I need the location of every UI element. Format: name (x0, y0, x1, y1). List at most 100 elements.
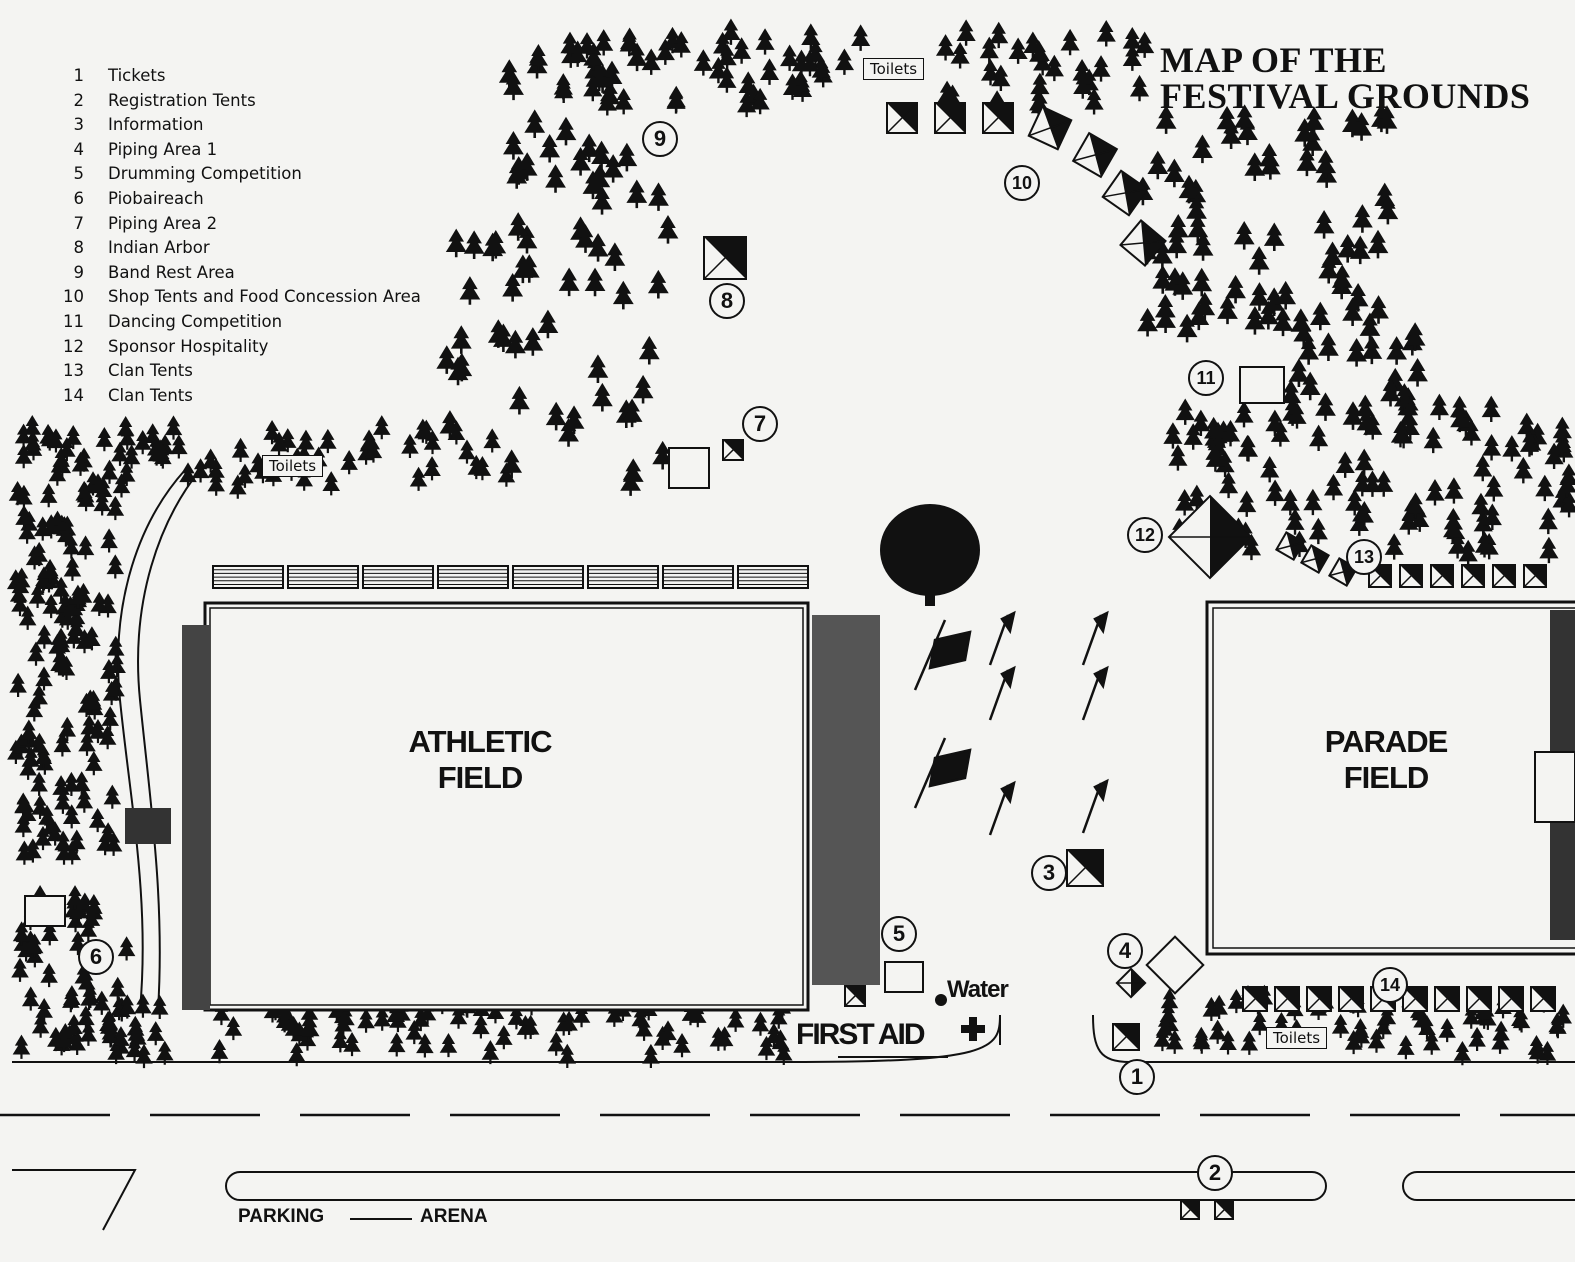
pine-tree-icon (439, 1032, 458, 1058)
pine-tree-icon (38, 804, 56, 830)
pine-tree-icon (423, 429, 442, 455)
pine-tree-icon (726, 1007, 745, 1032)
pine-tree-icon (25, 545, 44, 570)
pine-tree-icon (1349, 509, 1369, 536)
pine-tree-icon (62, 534, 81, 559)
parking-label: PARKING (238, 1206, 325, 1227)
pine-tree-icon (25, 697, 44, 722)
pine-tree-icon (331, 1028, 350, 1053)
tent-icon (1498, 986, 1524, 1012)
pine-tree-icon (70, 898, 88, 923)
pine-tree-icon (495, 1025, 513, 1050)
location-marker-13[interactable]: 13 (1346, 539, 1382, 575)
location-marker-11[interactable]: 11 (1188, 360, 1224, 396)
location-marker-1[interactable]: 1 (1119, 1059, 1155, 1095)
pine-tree-icon (40, 921, 59, 946)
pine-tree-icon (1287, 402, 1307, 429)
first-aid-cross-icon (961, 1017, 985, 1041)
pine-tree-icon (1122, 26, 1142, 54)
tent-icon (1112, 1023, 1140, 1051)
pine-tree-icon (96, 830, 114, 856)
pine-tree-icon (622, 458, 644, 488)
pine-tree-icon (458, 439, 476, 464)
legend-number: 3 (73, 115, 85, 135)
pine-tree-icon (62, 988, 80, 1013)
pine-tree-icon (1186, 195, 1207, 225)
pine-tree-icon (28, 583, 47, 609)
location-marker-12[interactable]: 12 (1127, 517, 1163, 553)
pine-tree-icon (1318, 254, 1340, 284)
pine-tree-icon (1458, 539, 1478, 567)
pine-tree-icon (30, 684, 48, 709)
pine-tree-icon (98, 724, 117, 750)
pine-tree-icon (1303, 106, 1325, 136)
pine-tree-icon (503, 71, 524, 101)
location-marker-7[interactable]: 7 (742, 406, 778, 442)
location-marker-6[interactable]: 6 (78, 939, 114, 975)
pine-tree-icon (1091, 55, 1111, 82)
legend-number: 10 (63, 287, 84, 307)
pine-tree-icon (30, 732, 49, 757)
pine-tree-icon (1244, 152, 1266, 181)
parade-line-2: FIELD (1343, 760, 1430, 795)
pine-tree-icon (81, 689, 100, 714)
pine-tree-icon (1217, 295, 1238, 325)
pine-tree-icon (1315, 392, 1336, 421)
pavilion-icon (1145, 935, 1205, 995)
pine-tree-icon (75, 788, 94, 813)
pine-tree-icon (935, 34, 956, 61)
location-marker-3[interactable]: 3 (1031, 855, 1067, 891)
location-marker-2[interactable]: 2 (1197, 1155, 1233, 1191)
flag-icon (988, 780, 1016, 836)
pine-tree-icon (52, 775, 70, 800)
pine-tree-icon (1215, 450, 1235, 478)
legend-number: 11 (63, 311, 84, 331)
pine-tree-icon (150, 994, 169, 1020)
pine-tree-icon (439, 410, 461, 439)
pine-tree-icon (48, 633, 67, 659)
pine-tree-icon (1234, 104, 1256, 133)
location-marker-4[interactable]: 4 (1107, 933, 1143, 969)
pine-tree-icon (107, 1039, 125, 1065)
pine-tree-icon (170, 434, 188, 459)
pine-tree-icon (1296, 147, 1318, 177)
pine-tree-icon (693, 49, 713, 76)
pine-tree-icon (54, 789, 72, 814)
pine-tree-icon (604, 242, 626, 271)
pine-tree-icon (713, 31, 733, 59)
pine-tree-icon (612, 280, 634, 310)
pine-tree-icon (648, 182, 669, 211)
pine-tree-icon (1318, 332, 1339, 361)
pine-tree-icon (1129, 74, 1150, 102)
pine-tree-icon (1425, 479, 1445, 506)
pine-tree-icon (769, 1004, 788, 1029)
pine-tree-icon (164, 415, 183, 440)
pine-tree-icon (11, 591, 29, 617)
pine-tree-icon (989, 21, 1009, 49)
pine-tree-icon (1227, 988, 1246, 1014)
location-marker-9[interactable]: 9 (642, 121, 678, 157)
pine-tree-icon (89, 473, 107, 498)
legend-label: Drumming Competition (108, 164, 302, 184)
flag-icon (988, 610, 1016, 666)
tent-icon (1214, 1200, 1234, 1220)
pine-tree-icon (106, 635, 125, 661)
location-marker-8[interactable]: 8 (709, 283, 745, 319)
pine-tree-icon (9, 581, 28, 607)
pine-tree-icon (681, 1001, 700, 1026)
location-marker-10[interactable]: 10 (1004, 165, 1040, 201)
location-marker-14[interactable]: 14 (1372, 967, 1408, 1003)
pine-tree-icon (33, 516, 52, 541)
location-marker-5[interactable]: 5 (881, 916, 917, 952)
pine-tree-icon (80, 985, 98, 1011)
pine-tree-icon (583, 42, 605, 71)
pine-tree-icon (23, 430, 42, 455)
pine-tree-icon (1474, 531, 1495, 558)
pine-tree-icon (75, 629, 94, 654)
pine-tree-icon (30, 771, 48, 796)
pine-tree-icon (1368, 295, 1389, 324)
pine-tree-icon (89, 718, 107, 744)
